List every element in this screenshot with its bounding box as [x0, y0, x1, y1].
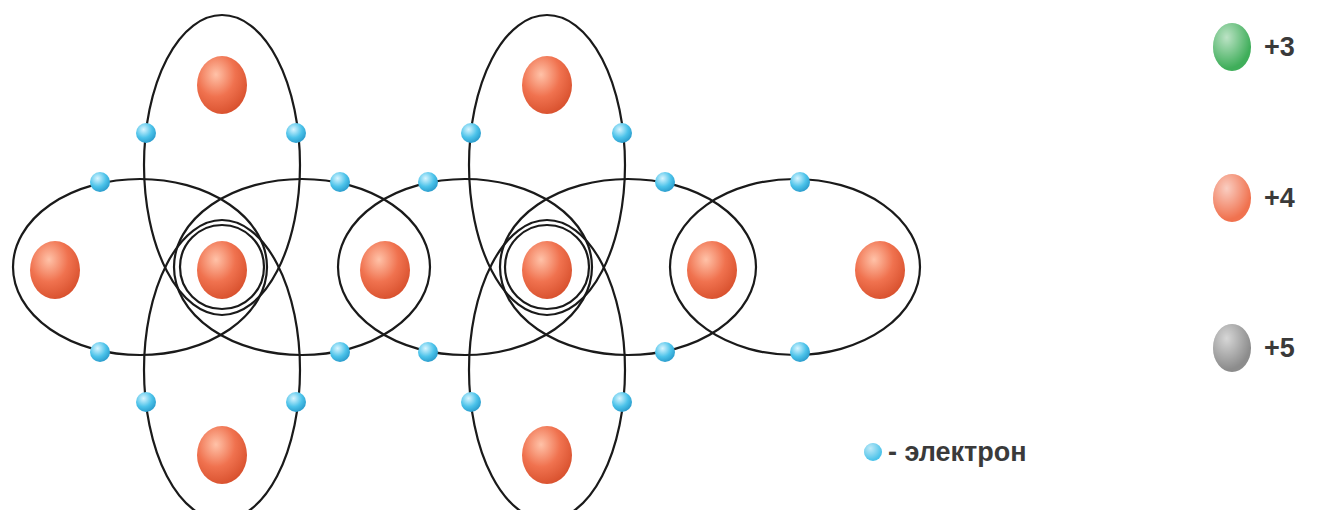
- legend-label: +3: [1264, 34, 1295, 61]
- swatch-highlight: [1213, 324, 1251, 372]
- swatch-highlight: [1213, 23, 1251, 71]
- bond-orbits: [13, 15, 920, 510]
- legend-label: +5: [1264, 335, 1295, 362]
- electrons: [90, 123, 810, 412]
- acceptor-sample: [1213, 23, 1251, 71]
- swatch-highlight: [1213, 174, 1251, 222]
- silicon-sample: [1213, 174, 1251, 222]
- donor-sample: [1213, 324, 1251, 372]
- legend-label: - электрон: [888, 439, 1027, 466]
- silicon-atoms: [30, 56, 905, 484]
- legend-label: +4: [1264, 185, 1295, 212]
- electron-sample: [864, 443, 882, 461]
- swatch-highlight: [864, 443, 882, 461]
